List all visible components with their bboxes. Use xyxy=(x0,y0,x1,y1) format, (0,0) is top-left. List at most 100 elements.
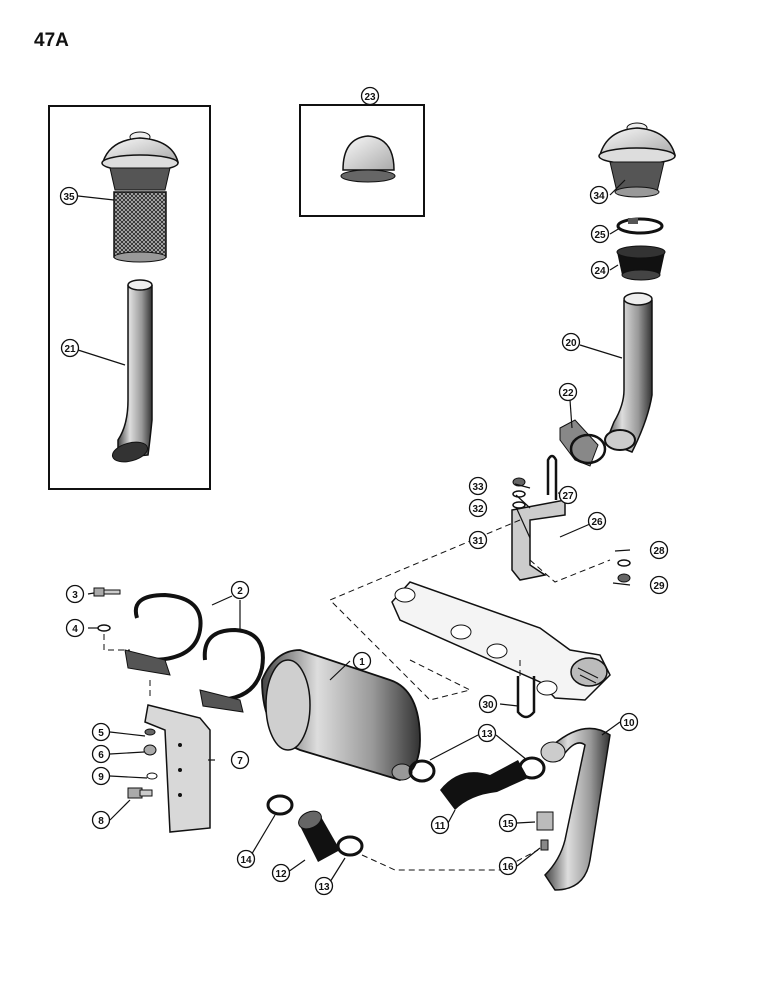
callout-30: 30 xyxy=(478,694,498,714)
svg-text:28: 28 xyxy=(653,546,665,557)
lock-washer-4 xyxy=(97,624,111,632)
svg-text:13: 13 xyxy=(481,729,493,740)
callout-7: 7 xyxy=(230,750,250,770)
callout-24: 24 xyxy=(590,260,610,280)
svg-text:25: 25 xyxy=(594,230,606,241)
svg-text:22: 22 xyxy=(562,388,574,399)
svg-text:6: 6 xyxy=(98,750,104,761)
callout-13b: 13 xyxy=(314,876,334,896)
svg-text:23: 23 xyxy=(364,92,376,103)
callout-5: 5 xyxy=(91,722,111,742)
svg-text:29: 29 xyxy=(653,581,665,592)
sleeve-12 xyxy=(298,810,340,862)
adapter-24 xyxy=(616,245,666,281)
callout-21: 21 xyxy=(60,338,80,358)
assembly-lines xyxy=(103,519,611,871)
svg-text:15: 15 xyxy=(502,819,514,830)
callout-25: 25 xyxy=(590,224,610,244)
svg-text:10: 10 xyxy=(623,718,635,729)
svg-text:16: 16 xyxy=(502,862,514,873)
u-bolt-27 xyxy=(546,454,558,500)
svg-text:20: 20 xyxy=(565,338,577,349)
callout-4: 4 xyxy=(65,618,85,638)
hose-clamp-13a xyxy=(408,759,436,783)
inset-box-precleaner xyxy=(48,105,211,490)
callout-22: 22 xyxy=(558,382,578,402)
svg-text:2: 2 xyxy=(237,586,243,597)
page-title: 47A xyxy=(34,30,69,51)
mounting-bracket-7 xyxy=(144,704,211,833)
svg-text:14: 14 xyxy=(240,855,252,866)
callout-3: 3 xyxy=(65,584,85,604)
svg-text:12: 12 xyxy=(275,869,287,880)
callout-9: 9 xyxy=(91,766,111,786)
svg-text:4: 4 xyxy=(72,624,78,635)
callout-leaders xyxy=(77,179,631,883)
hose-10 xyxy=(540,727,611,891)
svg-text:30: 30 xyxy=(482,700,494,711)
svg-text:27: 27 xyxy=(562,491,574,502)
precleaner-cap-35 xyxy=(101,131,179,263)
svg-text:31: 31 xyxy=(472,536,484,547)
band-clamp-2a xyxy=(124,592,203,676)
callout-2: 2 xyxy=(230,580,250,600)
washer-28 xyxy=(617,559,631,567)
svg-text:9: 9 xyxy=(98,772,104,783)
hose-clamp-13c xyxy=(336,835,364,857)
callout-14: 14 xyxy=(236,849,256,869)
callout-10: 10 xyxy=(619,712,639,732)
svg-text:34: 34 xyxy=(593,191,605,202)
svg-text:11: 11 xyxy=(435,821,446,832)
callout-12: 12 xyxy=(271,863,291,883)
clamp-25 xyxy=(616,217,664,235)
callout-16: 16 xyxy=(498,856,518,876)
nut-29 xyxy=(617,573,631,583)
cap-23 xyxy=(340,135,396,183)
precleaner-34 xyxy=(598,122,676,198)
bracket-22 xyxy=(559,419,607,467)
callout-29: 29 xyxy=(649,575,669,595)
fitting-16 xyxy=(540,839,549,851)
support-bracket-26 xyxy=(511,499,566,581)
callout-23: 23 xyxy=(360,86,380,106)
callout-13a: 13 xyxy=(477,723,497,743)
hose-clamp-14 xyxy=(266,794,294,816)
callout-27: 27 xyxy=(558,485,578,505)
svg-text:32: 32 xyxy=(472,504,484,515)
nut-5 xyxy=(144,728,156,736)
washer-9 xyxy=(146,772,158,780)
air-cleaner-1 xyxy=(261,649,421,781)
callout-31: 31 xyxy=(468,530,488,550)
callout-34: 34 xyxy=(589,185,609,205)
pipe-20 xyxy=(604,292,653,453)
callout-35: 35 xyxy=(59,186,79,206)
callout-28: 28 xyxy=(649,540,669,560)
svg-text:5: 5 xyxy=(98,728,104,739)
callout-15: 15 xyxy=(498,813,518,833)
inset-box-cap xyxy=(299,104,425,217)
svg-text:1: 1 xyxy=(359,657,365,668)
svg-text:21: 21 xyxy=(64,344,76,355)
cap-screw-8 xyxy=(127,787,153,799)
svg-text:3: 3 xyxy=(72,590,78,601)
svg-text:24: 24 xyxy=(594,266,606,277)
callout-11: 11 xyxy=(430,815,450,835)
intake-manifold xyxy=(391,581,611,701)
callout-33: 33 xyxy=(468,476,488,496)
callout-20: 20 xyxy=(561,332,581,352)
callout-6: 6 xyxy=(91,744,111,764)
washer-32 xyxy=(512,490,526,498)
svg-text:26: 26 xyxy=(591,517,603,528)
svg-text:35: 35 xyxy=(63,192,75,203)
u-bolt-30 xyxy=(516,676,536,719)
svg-text:7: 7 xyxy=(237,756,243,767)
band-clamp-2b xyxy=(199,627,265,713)
callout-8: 8 xyxy=(91,810,111,830)
callout-1: 1 xyxy=(352,651,372,671)
plug-15 xyxy=(536,811,554,831)
washer-31 xyxy=(512,501,526,509)
callout-32: 32 xyxy=(468,498,488,518)
svg-text:33: 33 xyxy=(472,482,484,493)
svg-text:8: 8 xyxy=(98,816,104,827)
